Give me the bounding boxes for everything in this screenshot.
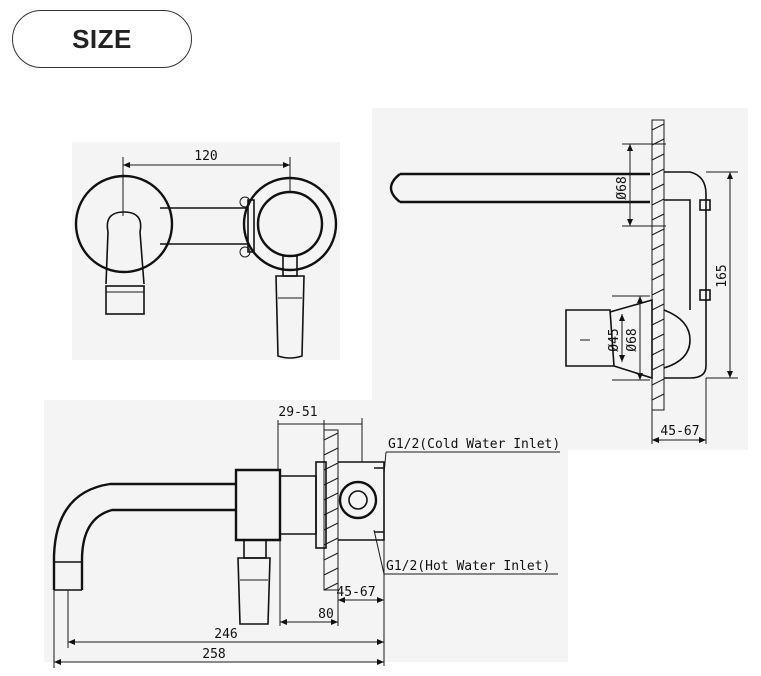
plan-view-panel [44, 400, 568, 662]
dim-phi68-top: Ø68 [615, 176, 630, 199]
dim-258: 258 [202, 647, 225, 662]
dim-45-67-plan: 45-67 [336, 585, 375, 600]
plan-view: 29-51 G1/2(Cold Water Inlet) G1/2(Hot Wa… [52, 405, 560, 668]
dim-29-51: 29-51 [278, 405, 317, 420]
side-view: Ø68 165 Ø45 Ø68 45-67 [389, 119, 738, 444]
dim-phi68-body: Ø68 [625, 328, 640, 351]
dim-80: 80 [318, 607, 334, 622]
cold-water-inlet-label: G1/2(Cold Water Inlet) [388, 437, 560, 452]
hot-water-inlet-label: G1/2(Hot Water Inlet) [386, 559, 550, 574]
dim-45-67-side: 45-67 [660, 424, 699, 439]
dim-phi45: Ø45 [607, 328, 622, 351]
side-view-panel [372, 108, 748, 450]
size-badge-label: SIZE [72, 23, 132, 54]
size-badge: SIZE [12, 10, 192, 68]
dim-246: 246 [214, 627, 237, 642]
dim-165: 165 [715, 264, 730, 287]
dim-120: 120 [194, 149, 217, 164]
front-view: 120 [74, 149, 338, 359]
